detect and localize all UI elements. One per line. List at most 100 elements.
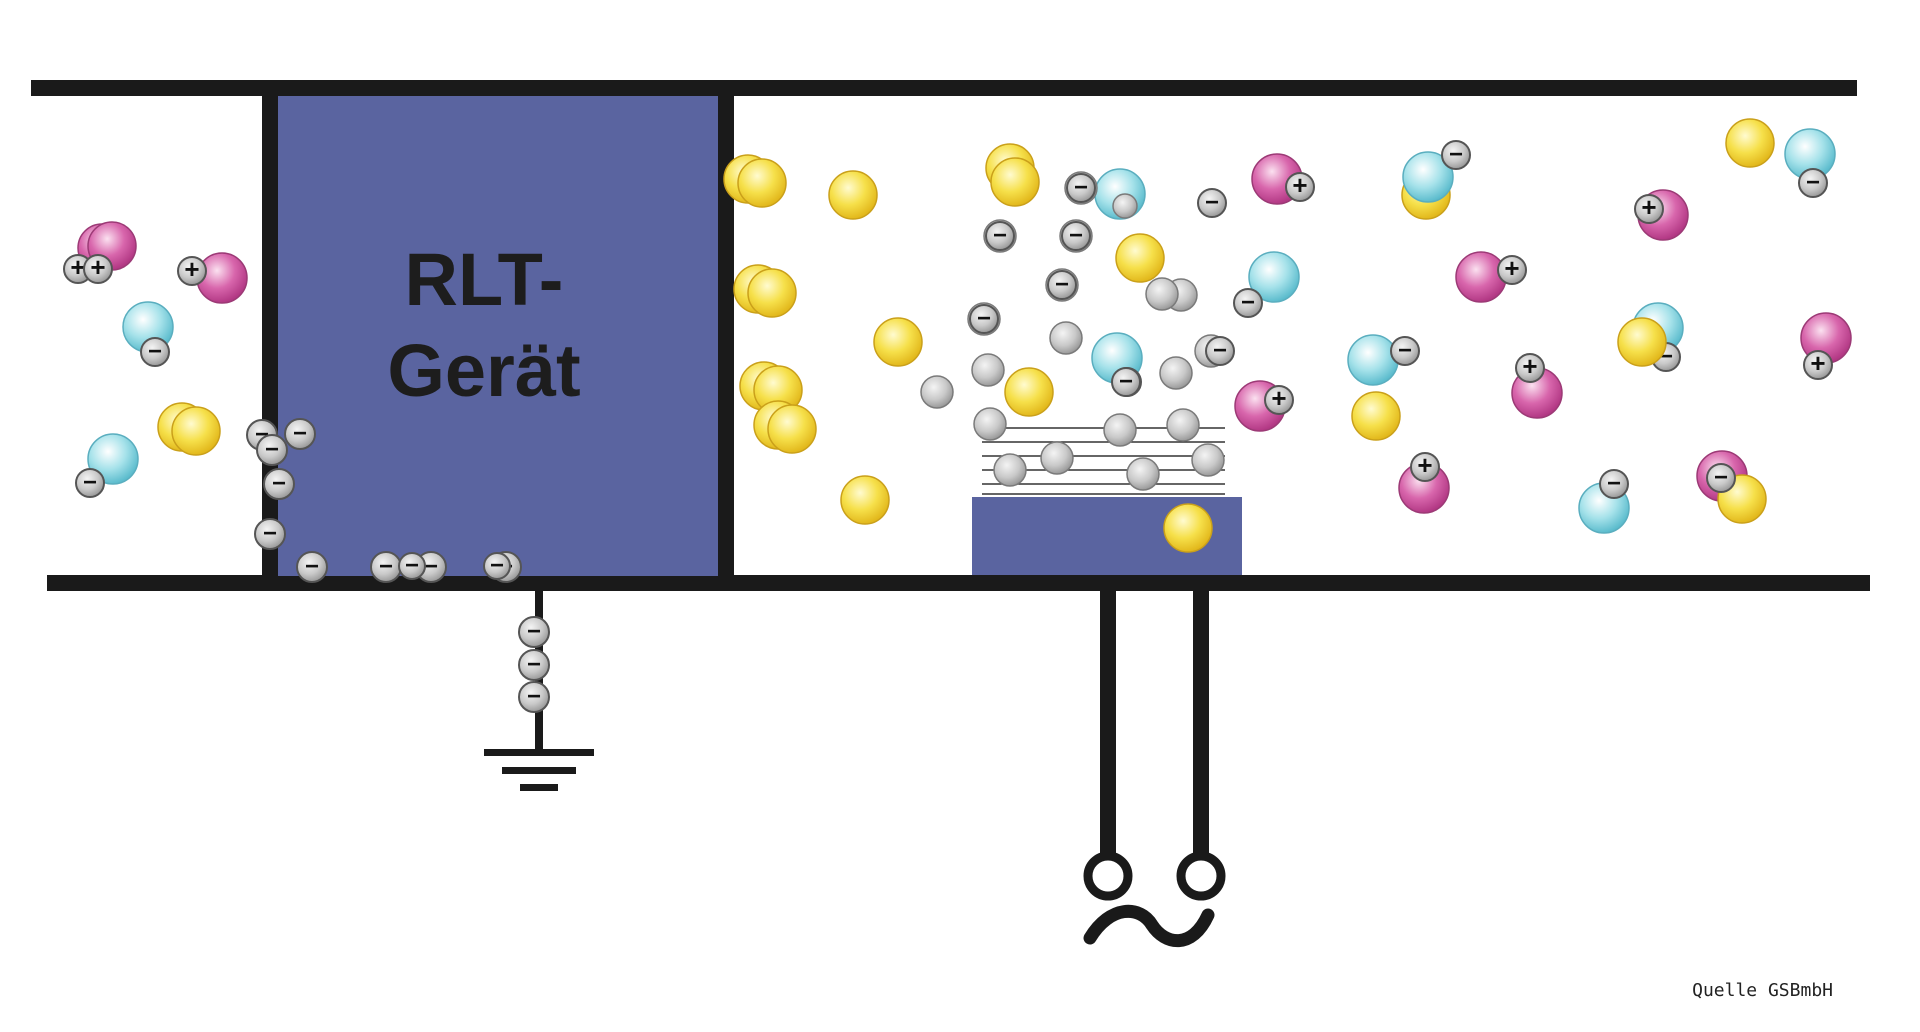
negative-ion: −: [969, 304, 999, 334]
plus-icon: +: [1522, 351, 1537, 381]
gray-particle: [1145, 277, 1179, 311]
gray-particle: [971, 353, 1005, 387]
rlt-device: [268, 96, 726, 576]
ac-power-icon: [1083, 590, 1226, 948]
gray-particle: [1126, 457, 1160, 491]
negative-ion: −: [140, 337, 170, 367]
cyan-particle: [87, 433, 139, 485]
source-credit: Quelle GSBmbH: [1692, 980, 1833, 1001]
yellow-particle: [840, 475, 890, 525]
minus-icon: −: [993, 222, 1007, 249]
minus-icon: −: [263, 520, 277, 547]
minus-icon: −: [1714, 464, 1728, 491]
yellow-particle: [828, 170, 878, 220]
yellow-particle: [1163, 503, 1213, 553]
gray-particle: [1159, 356, 1193, 390]
gray-particle: [1103, 413, 1137, 447]
device-title-line1: RLT-: [405, 238, 564, 321]
minus-icon: −: [527, 618, 541, 645]
plus-icon: +: [184, 254, 199, 284]
cyan-particle: [1402, 151, 1454, 203]
yellow-particle: [873, 317, 923, 367]
duct-top-wall: [31, 80, 1857, 96]
minus-icon: −: [1055, 271, 1069, 298]
cyan-particle: [1248, 251, 1300, 303]
minus-icon: −: [1069, 222, 1083, 249]
cyan-particle: [1347, 334, 1399, 386]
negative-ion: −: [1599, 469, 1629, 499]
gray-particle: [1049, 321, 1083, 355]
negative-ion: −: [483, 552, 511, 580]
negative-ion: −: [296, 551, 328, 583]
negative-ion: −: [398, 552, 426, 580]
device-title-line2: Gerät: [387, 329, 580, 412]
minus-icon: −: [148, 338, 162, 365]
positive-ion: +: [1285, 170, 1315, 202]
minus-icon: −: [1241, 289, 1255, 316]
minus-icon: −: [265, 436, 279, 463]
minus-icon: −: [305, 553, 319, 580]
minus-icon: −: [1205, 189, 1219, 216]
minus-icon: −: [1449, 141, 1463, 168]
minus-icon: −: [1074, 174, 1088, 201]
negative-ion: −: [1390, 336, 1420, 366]
negative-ion: −: [1047, 270, 1077, 300]
minus-icon: −: [1607, 470, 1621, 497]
plus-icon: +: [1417, 450, 1432, 480]
rlt-device-right-wall: [718, 96, 734, 576]
gray-particle: [1112, 193, 1138, 219]
positive-ion: +: [1497, 253, 1527, 285]
minus-icon: −: [293, 420, 307, 447]
gray-particle: [920, 375, 954, 409]
negative-ion: −: [256, 434, 288, 466]
minus-icon: −: [405, 552, 419, 579]
negative-ion: −: [985, 221, 1015, 251]
yellow-particle: [747, 268, 797, 318]
yellow-particle: [171, 406, 221, 456]
minus-icon: −: [83, 469, 97, 496]
plus-icon: +: [90, 252, 105, 282]
magenta-particle: [1455, 251, 1507, 303]
negative-ion: −: [1706, 463, 1736, 493]
yellow-particle: [1004, 367, 1054, 417]
negative-ion: −: [1197, 188, 1227, 218]
gray-particle: [973, 407, 1007, 441]
particles-layer: +++−−−−−−−−−−−−−−−−−−−−−−−−−−++−−+++−−+−…: [63, 118, 1852, 713]
negative-ion: −: [1111, 367, 1141, 397]
positive-ion: +: [1264, 383, 1294, 415]
plus-icon: +: [1504, 253, 1519, 283]
plus-icon: +: [1292, 170, 1307, 200]
yellow-particle: [737, 158, 787, 208]
negative-ion: −: [263, 468, 295, 500]
negative-ion: −: [1441, 140, 1471, 170]
minus-icon: −: [1398, 337, 1412, 364]
positive-ion: +: [1515, 351, 1545, 383]
positive-ion: +: [177, 254, 207, 286]
yellow-particle: [990, 157, 1040, 207]
minus-icon: −: [527, 683, 541, 710]
positive-ion: +: [83, 252, 113, 284]
negative-ion: −: [518, 616, 550, 648]
minus-icon: −: [490, 552, 504, 579]
minus-icon: −: [1119, 368, 1133, 395]
positive-ion: +: [1410, 450, 1440, 482]
minus-icon: −: [977, 305, 991, 332]
negative-ion: −: [1061, 221, 1091, 251]
gray-particle: [1166, 408, 1200, 442]
yellow-particle: [1115, 233, 1165, 283]
gray-particle: [1040, 441, 1074, 475]
gray-particle: [1191, 443, 1225, 477]
negative-ion: −: [254, 518, 286, 550]
yellow-particle: [1617, 317, 1667, 367]
yellow-particle: [767, 404, 817, 454]
negative-ion: −: [284, 418, 316, 450]
minus-icon: −: [1806, 169, 1820, 196]
yellow-particle: [1725, 118, 1775, 168]
plus-icon: +: [70, 252, 85, 282]
minus-icon: −: [1213, 337, 1227, 364]
rlt-device-left-wall: [262, 96, 278, 576]
negative-ion: −: [1798, 168, 1828, 198]
negative-ion: −: [370, 551, 402, 583]
negative-ion: −: [75, 468, 105, 498]
